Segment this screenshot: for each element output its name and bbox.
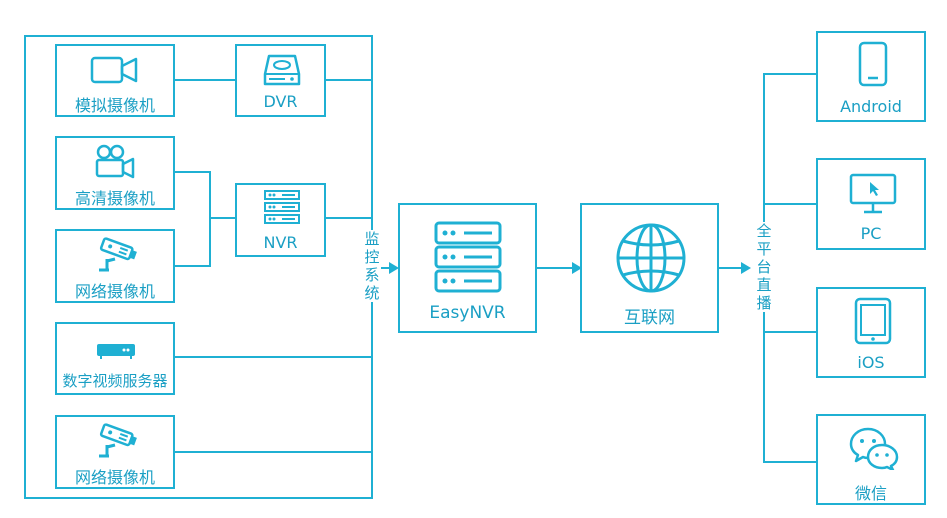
analog-camera-label: 模拟摄像机 [74,96,155,115]
android-label: Android [840,97,902,116]
live-label: 全平台直播 [755,222,773,312]
video-server-icon [97,344,135,359]
server-rack-icon [264,190,300,224]
pc-label: PC [860,224,882,243]
server-stack-icon [434,221,502,293]
android-box[interactable]: Android [816,31,926,122]
internet-box[interactable]: 互联网 [580,203,719,333]
video-camera-icon [90,56,138,84]
wechat-label: 微信 [854,484,887,503]
dvr-box[interactable]: DVR [235,44,326,117]
security-camera-icon [99,237,137,272]
wechat-box[interactable]: 微信 [816,414,926,505]
nvr-box[interactable]: NVR [235,183,326,257]
ios-label: iOS [857,353,885,372]
digital-video-server-label: 数字视频服务器 [62,372,168,390]
monitor-system-label: 监控系统 [363,230,381,302]
internet-label: 互联网 [624,308,675,328]
network-camera-box-2[interactable]: 网络摄像机 [55,415,175,489]
analog-camera-box[interactable]: 模拟摄像机 [55,44,175,117]
arrowhead-internet [572,262,582,274]
line-cams-nvr-bus [174,171,211,267]
hard-drive-icon [263,54,301,86]
hd-camera-label: 高清摄像机 [74,189,155,208]
digital-video-server-box[interactable]: 数字视频服务器 [55,322,175,395]
smartphone-icon [858,41,888,87]
globe-icon [616,223,686,293]
network-camera-label-2: 网络摄像机 [74,468,155,487]
network-camera-label-1: 网络摄像机 [74,282,155,301]
tablet-icon [854,297,892,345]
nvr-label: NVR [263,233,298,252]
network-camera-box-1[interactable]: 网络摄像机 [55,229,175,303]
arrowhead-live [741,262,751,274]
security-camera-icon [99,423,137,458]
wechat-icon [849,427,899,470]
arrowhead-easynvr [389,262,399,274]
dvr-label: DVR [263,92,298,111]
pc-box[interactable]: PC [816,158,926,250]
movie-camera-icon [95,144,135,179]
easynvr-label: EasyNVR [429,303,506,323]
monitor-icon [849,173,897,214]
easynvr-box[interactable]: EasyNVR [398,203,537,333]
hd-camera-box[interactable]: 高清摄像机 [55,136,175,210]
ios-box[interactable]: iOS [816,287,926,378]
